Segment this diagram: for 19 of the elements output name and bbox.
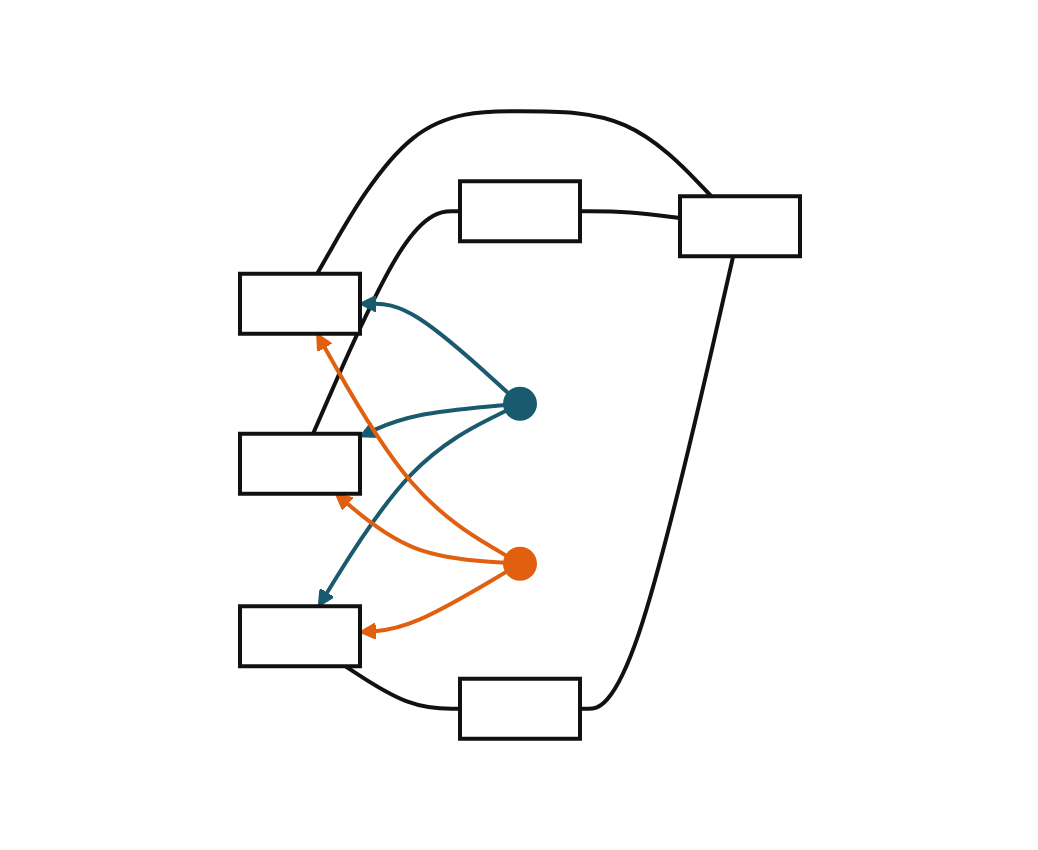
arrow xyxy=(358,294,510,396)
node-box xyxy=(457,179,581,244)
connector xyxy=(579,255,735,711)
arrow xyxy=(358,403,505,438)
arrow xyxy=(315,332,508,558)
connector xyxy=(343,664,459,711)
node-box xyxy=(457,676,581,741)
arrow xyxy=(333,492,505,565)
connector xyxy=(314,109,712,275)
arrow xyxy=(316,408,507,608)
arrow xyxy=(358,569,508,640)
connector xyxy=(310,209,459,435)
connector xyxy=(579,209,680,221)
node-circle xyxy=(502,386,536,421)
node-box xyxy=(237,431,361,496)
node-box xyxy=(237,604,361,669)
node-box xyxy=(677,194,801,259)
node-circle xyxy=(502,546,536,581)
node-box xyxy=(237,271,361,336)
